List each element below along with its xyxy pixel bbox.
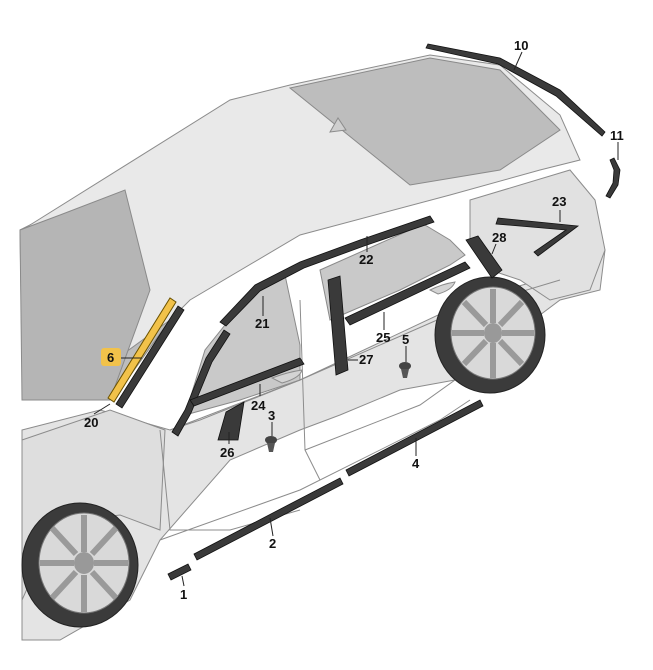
callout-3: 3 (268, 408, 275, 423)
leader-10 (513, 51, 523, 71)
callout-2: 2 (269, 536, 276, 551)
part-27-b-pillar-trim (327, 275, 349, 376)
front-door-window (184, 274, 301, 416)
part-11-rear-trim (605, 157, 621, 199)
roof-antenna (329, 117, 347, 133)
part-20-a-pillar-strip (115, 305, 185, 409)
rear-door-handle (428, 281, 456, 295)
part-1-sill-end-cap (167, 563, 192, 581)
callout-21: 21 (255, 316, 269, 331)
part-26-mirror-triangle-trim (217, 401, 245, 441)
front-door-handle (270, 369, 303, 384)
part-10-roof-trim (425, 43, 606, 137)
rear-wheel (434, 276, 546, 394)
part-28-rear-quarter-trim (465, 235, 503, 279)
part-24-window-seal (189, 357, 305, 407)
callout-27: 27 (359, 352, 373, 367)
leader-28 (491, 243, 497, 255)
front-wheel (21, 502, 139, 628)
sunroof-glass (19, 189, 151, 401)
leader-1 (181, 575, 185, 587)
part-2-front-sill-strip (193, 477, 344, 561)
leader-2 (269, 517, 274, 537)
callout-28: 28 (492, 230, 506, 245)
callout-26: 26 (220, 445, 234, 460)
rear-window-glass (288, 57, 561, 186)
callout-4: 4 (412, 456, 420, 471)
part-21-front-window-trim (171, 329, 231, 437)
callout-11: 11 (610, 128, 624, 143)
callout-25: 25 (376, 330, 390, 345)
callout-22: 22 (359, 252, 373, 267)
callout-6-highlight (101, 348, 121, 366)
callout-5: 5 (402, 332, 409, 347)
part-22-window-frame-molding (219, 215, 435, 327)
part-4-rear-sill-strip (345, 399, 484, 477)
rocker-line (159, 399, 471, 541)
part-3-clip (265, 436, 277, 452)
callout-6: 6 (107, 350, 114, 365)
part-25-rear-door-seal (344, 261, 471, 326)
part-6-windshield-seal-highlighted (107, 297, 177, 403)
callout-24: 24 (251, 398, 266, 413)
door-seam-rear (304, 379, 456, 451)
callout-1: 1 (180, 587, 187, 602)
callout-23: 23 (552, 194, 566, 209)
part-5-clip (399, 362, 411, 378)
part-23-quarter-window-trim (495, 217, 580, 257)
leader-20 (93, 403, 111, 415)
callout-10: 10 (514, 38, 528, 53)
callout-20: 20 (84, 415, 98, 430)
